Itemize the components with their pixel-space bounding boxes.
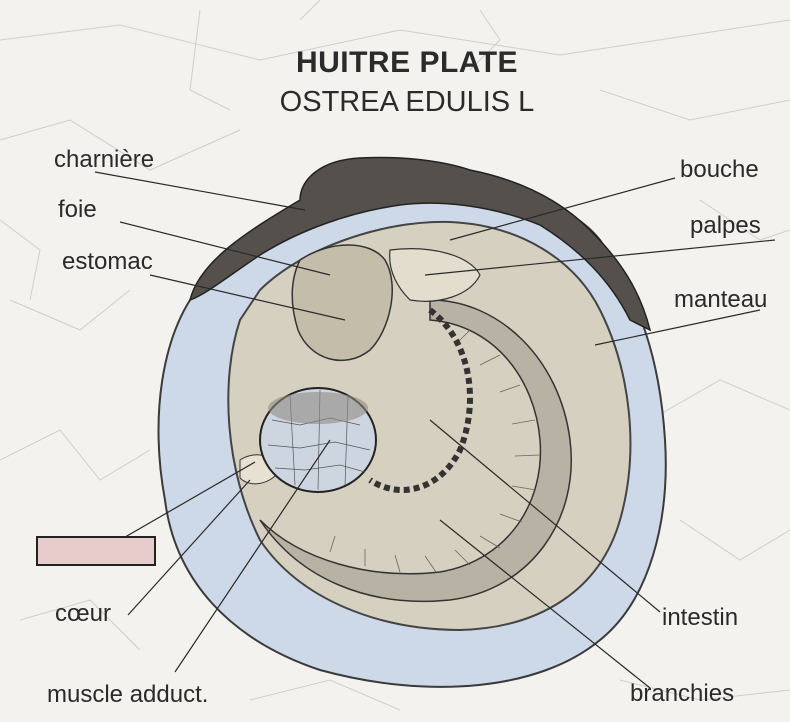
blank-answer-box xyxy=(36,536,156,566)
diagram-subtitle: OSTREA EDULIS L xyxy=(12,86,790,119)
label-coeur: cœur xyxy=(55,600,111,628)
label-foie: foie xyxy=(58,196,97,224)
label-bouche: bouche xyxy=(680,156,759,184)
leader-charniere xyxy=(95,172,305,210)
label-estomac: estomac xyxy=(62,248,153,276)
label-manteau: manteau xyxy=(674,286,767,314)
diagram-title: HUITRE PLATE xyxy=(12,46,790,80)
label-intestin: intestin xyxy=(662,604,738,632)
label-branchies: branchies xyxy=(630,680,734,708)
label-muscle-adducteur: muscle adduct. xyxy=(47,681,208,709)
label-palpes: palpes xyxy=(690,212,761,240)
label-charniere: charnière xyxy=(54,146,154,174)
